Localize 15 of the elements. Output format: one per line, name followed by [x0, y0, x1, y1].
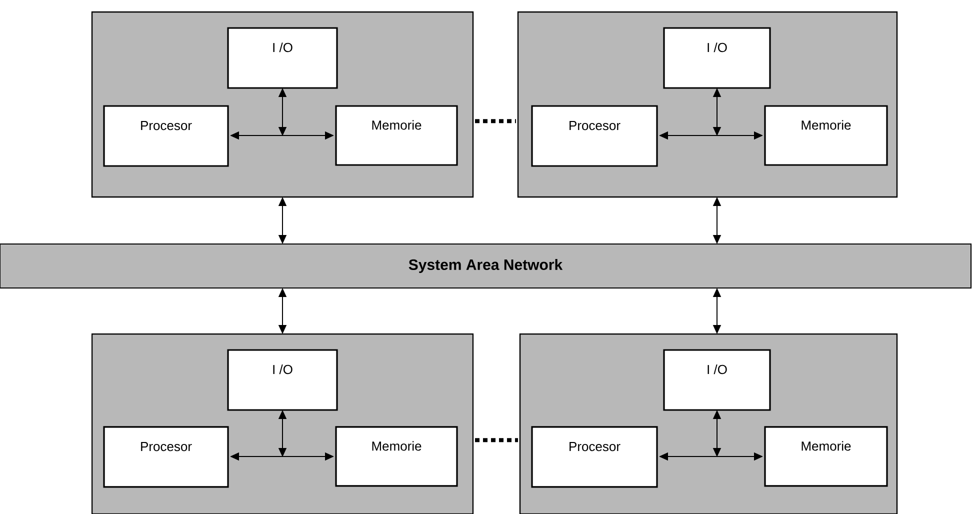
component-box: I /O [663, 27, 771, 89]
component-box: Procesor [103, 426, 229, 488]
connector-line [475, 438, 518, 442]
component-box: Procesor [531, 105, 658, 167]
component-box: Procesor [103, 105, 229, 167]
component-box: Memorie [335, 426, 458, 487]
component-box: Memorie [335, 105, 458, 166]
component-box: I /O [227, 349, 338, 411]
component-box: Memorie [764, 426, 888, 487]
network-band: System Area Network [0, 244, 972, 288]
component-box: I /O [663, 349, 771, 411]
component-box: I /O [227, 27, 338, 89]
component-box: Memorie [764, 105, 888, 166]
component-box: Procesor [531, 426, 658, 488]
connector-line [475, 119, 516, 124]
